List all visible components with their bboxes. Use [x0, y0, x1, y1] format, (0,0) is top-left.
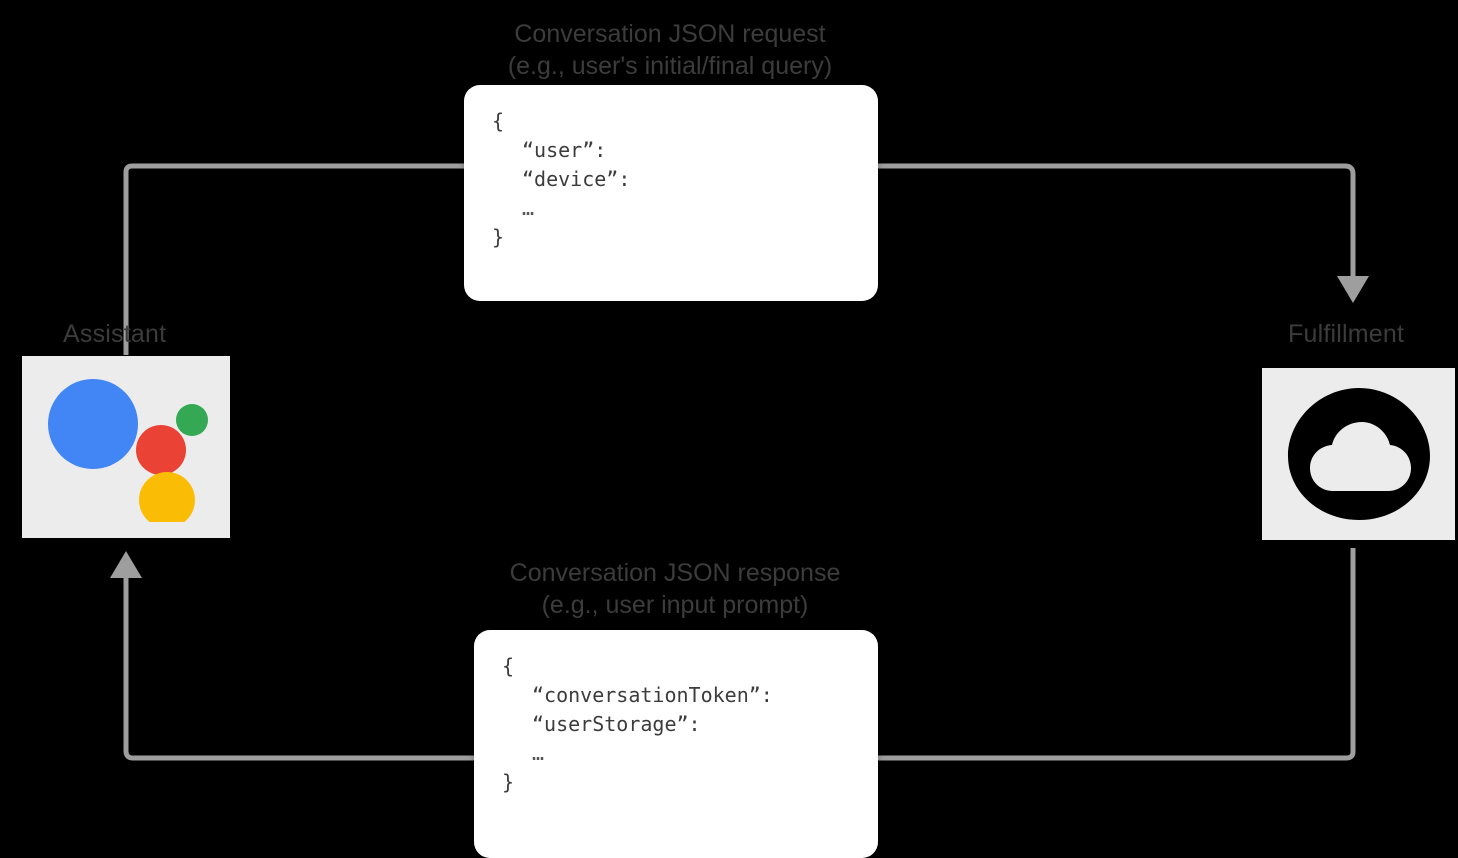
response-flow-caption: Conversation JSON response (e.g., user i…	[0, 557, 1350, 621]
cloud-function-icon	[1287, 388, 1430, 520]
request-caption-line-2: (e.g., user's initial/final query)	[507, 52, 833, 80]
assistant-blue-dot	[48, 379, 138, 469]
response-caption-line-1: Conversation JSON response	[509, 559, 841, 587]
google-assistant-icon	[48, 379, 208, 522]
response-json-card: { “conversationToken”: “userStorage”: … …	[474, 630, 878, 858]
fulfillment-node-label: Fulfillment	[1288, 320, 1405, 348]
request-caption-line-1: Conversation JSON request	[514, 20, 826, 48]
json-key-user-storage: “userStorage”:	[532, 712, 701, 736]
json-key-device: “device”:	[522, 167, 631, 191]
json-open-brace: {	[492, 109, 505, 133]
fulfillment-node[interactable]	[1262, 368, 1455, 540]
response-caption-line-2: (e.g., user input prompt)	[541, 591, 809, 619]
assistant-red-dot	[136, 425, 186, 475]
json-close-brace: }	[492, 225, 505, 249]
json-open-brace: {	[502, 654, 515, 678]
json-key-conversation-token: “conversationToken”:	[532, 683, 773, 707]
request-json-card: { “user”: “device”: … }	[464, 85, 878, 301]
assistant-node[interactable]	[22, 356, 230, 538]
request-arrowhead-icon	[1337, 276, 1369, 303]
json-ellipsis: …	[532, 741, 545, 765]
request-flow-caption: Conversation JSON request (e.g., user's …	[0, 18, 1340, 82]
json-close-brace: }	[502, 770, 515, 794]
assistant-node-label: Assistant	[63, 320, 167, 348]
assistant-green-dot	[176, 404, 208, 436]
json-key-user: “user”:	[522, 138, 607, 162]
assistant-yellow-dot	[139, 472, 195, 522]
json-ellipsis: …	[522, 196, 535, 220]
